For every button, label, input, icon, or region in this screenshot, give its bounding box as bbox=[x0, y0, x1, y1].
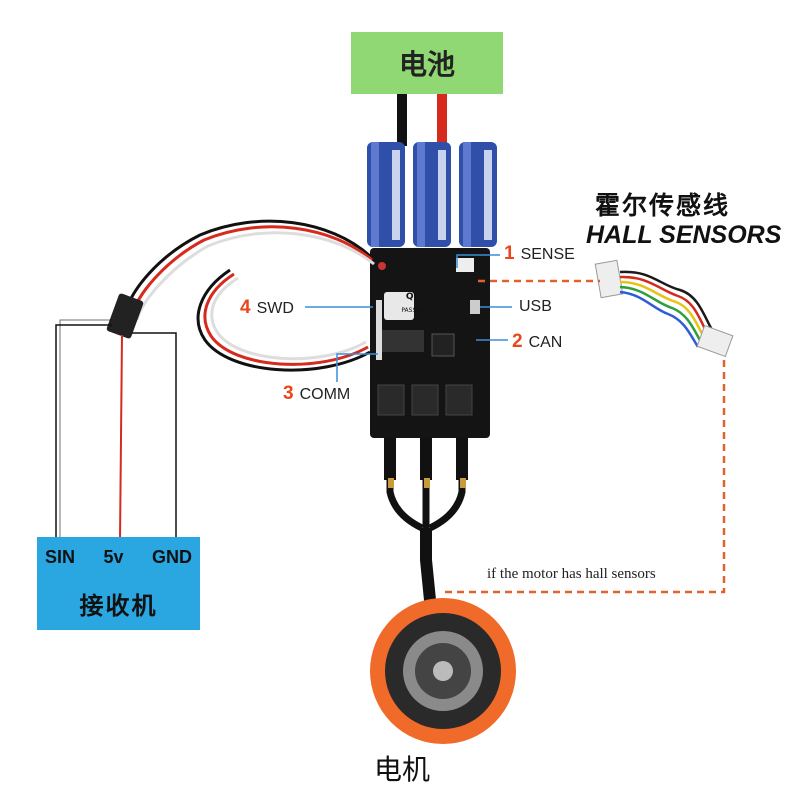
qc-line2: PASSED bbox=[401, 307, 425, 314]
port-sense-num: 1 bbox=[504, 243, 515, 264]
port-can-num: 2 bbox=[512, 331, 523, 352]
receiver-label: 接收机 bbox=[37, 577, 200, 630]
receiver-pins: SIN 5v GND bbox=[37, 537, 200, 577]
hall-dashed-link-bottom bbox=[440, 360, 726, 594]
phase-wires bbox=[384, 438, 468, 621]
port-can-label: 2 CAN bbox=[512, 331, 562, 353]
motor bbox=[370, 598, 516, 744]
receiver-pin-gnd: GND bbox=[151, 546, 192, 567]
port-comm-num: 3 bbox=[283, 383, 294, 404]
motor-label: 电机 bbox=[374, 753, 431, 786]
hall-title-cn: 霍尔传感线 bbox=[595, 191, 731, 220]
battery-positive-wire bbox=[437, 94, 447, 146]
receiver-wires bbox=[55, 319, 177, 541]
hall-title-en: HALL SENSORS bbox=[586, 221, 782, 249]
port-comm-label: 3 COMM bbox=[283, 383, 350, 405]
receiver-pin-sin: SIN bbox=[45, 546, 76, 567]
port-usb-label: USB bbox=[519, 298, 552, 315]
port-sense-name: SENSE bbox=[520, 246, 575, 263]
esc-board bbox=[370, 248, 490, 438]
qc-line1: QC bbox=[406, 292, 421, 302]
servo-cable bbox=[106, 219, 375, 372]
port-sense-label: 1 SENSE bbox=[504, 243, 575, 265]
hall-note: if the motor has hall sensors bbox=[487, 566, 656, 582]
port-swd-num: 4 bbox=[240, 297, 251, 318]
battery-label: 电池 bbox=[351, 32, 503, 94]
port-swd-name: SWD bbox=[256, 300, 294, 317]
capacitor-bank bbox=[367, 142, 497, 247]
receiver-pin-5v: 5v bbox=[103, 546, 124, 567]
battery-negative-wire bbox=[397, 94, 407, 146]
port-swd-label: 4 SWD bbox=[240, 297, 294, 319]
port-can-name: CAN bbox=[528, 334, 563, 351]
callout-lines bbox=[305, 254, 512, 382]
port-comm-name: COMM bbox=[299, 386, 351, 403]
hall-sensor-cable bbox=[594, 259, 734, 358]
